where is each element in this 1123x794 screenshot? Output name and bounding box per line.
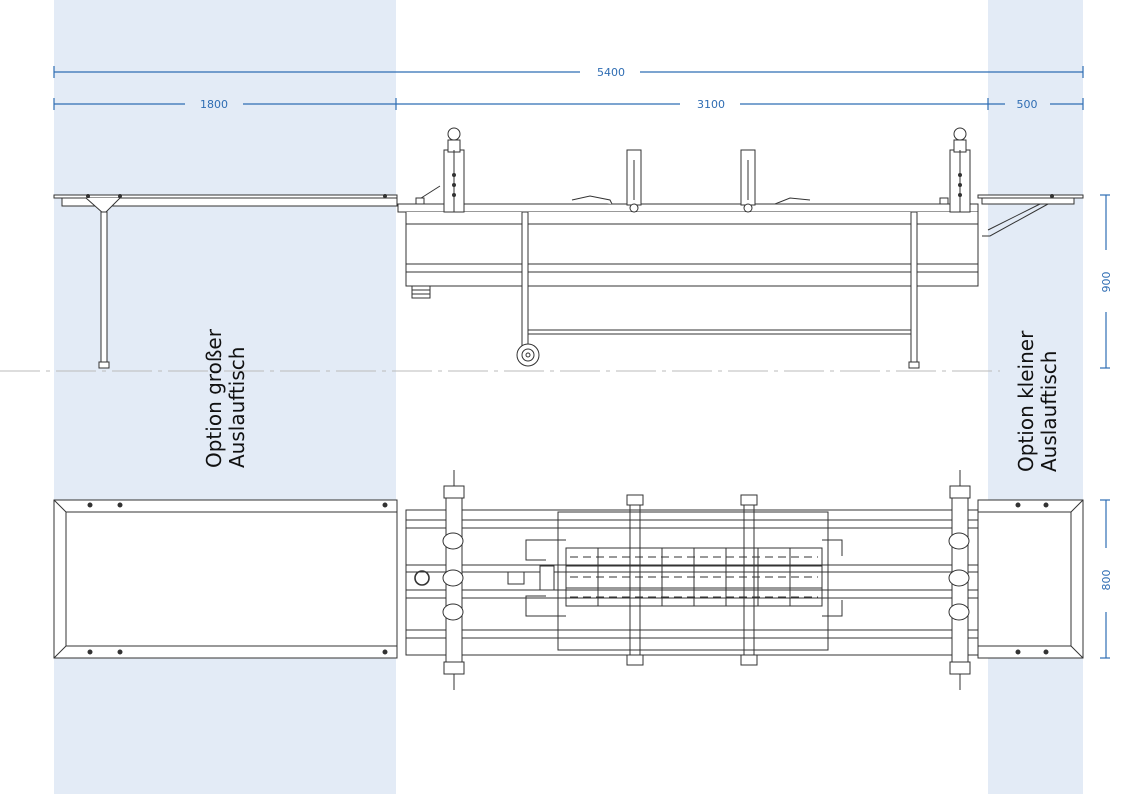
right-roller-top	[948, 470, 971, 690]
side-view	[53, 127, 1084, 369]
option-small-table-zone	[988, 0, 1083, 794]
left-roller-top	[442, 470, 465, 690]
dimension-left-label: 1800	[200, 98, 228, 111]
dimension-total-label: 5400	[597, 66, 625, 79]
option-large-line1: Option großer	[202, 329, 226, 468]
dimension-segments	[53, 98, 1084, 110]
option-small-table-label: Option kleiner Auslauftisch	[1014, 330, 1061, 472]
main-machine-top	[405, 494, 979, 666]
option-large-table-label: Option großer Auslauftisch	[202, 329, 249, 468]
dimension-right-label: 500	[1017, 98, 1038, 111]
dimension-mid-label: 3100	[697, 98, 725, 111]
dimension-height	[1100, 194, 1110, 369]
small-outfeed-table-top	[977, 499, 1084, 659]
small-outfeed-table-side	[977, 194, 1084, 237]
option-small-line1: Option kleiner	[1014, 330, 1038, 472]
main-machine-side	[397, 127, 979, 369]
dimension-width-label: 800	[1100, 570, 1113, 591]
dimension-total	[53, 66, 1084, 78]
option-large-line2: Auslauftisch	[225, 346, 249, 468]
option-small-line2: Auslauftisch	[1037, 350, 1061, 472]
right-roller-assembly	[939, 127, 971, 213]
left-roller-assembly	[415, 127, 465, 213]
dimension-width	[1100, 499, 1110, 659]
dimension-height-label: 900	[1100, 272, 1113, 293]
large-outfeed-table-side	[53, 194, 398, 369]
option-large-table-zone	[54, 0, 396, 794]
top-view	[53, 470, 1084, 690]
large-outfeed-table-top	[53, 499, 398, 659]
